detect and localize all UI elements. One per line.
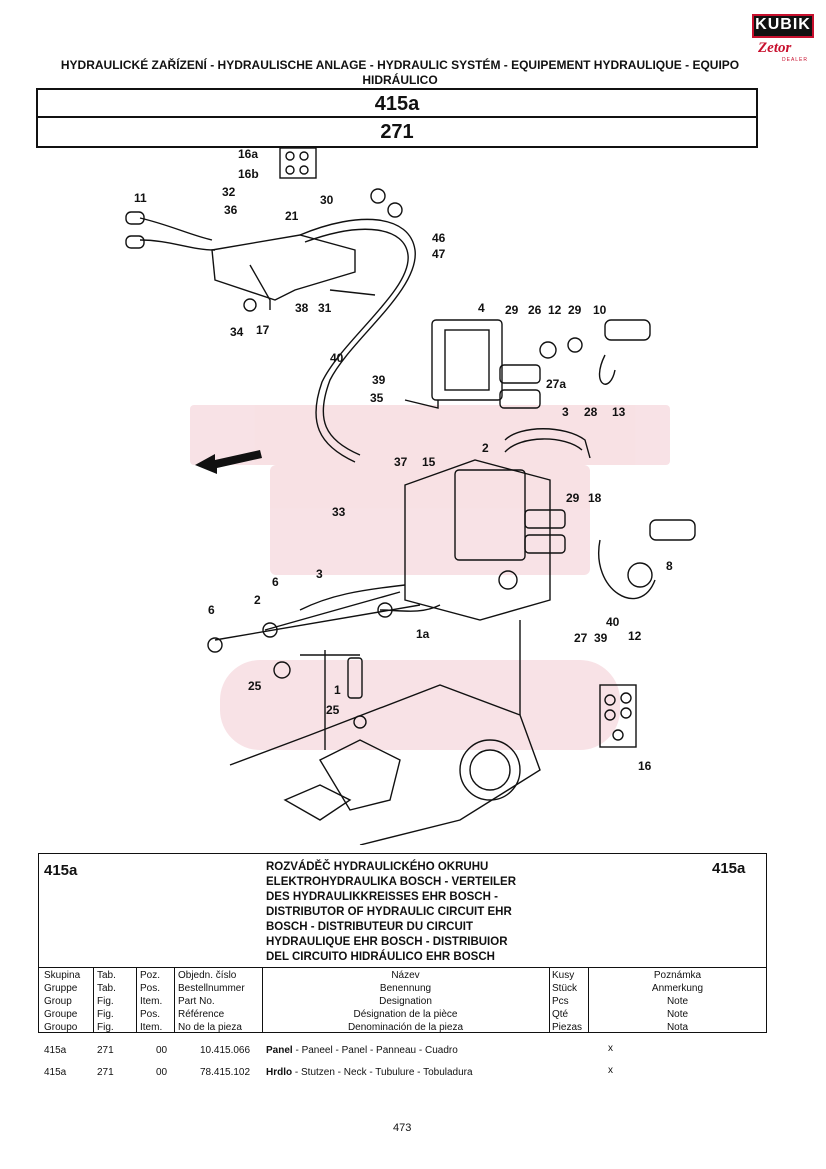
logo-tagline: DEALER xyxy=(782,57,809,63)
logo-box xyxy=(752,14,814,38)
callout-18: 18 xyxy=(588,491,602,505)
callout-3a: 3 xyxy=(562,405,569,419)
description-line: BOSCH - DISTRIBUTEUR DU CIRCUIT xyxy=(266,921,473,933)
callout-46: 46 xyxy=(432,231,446,245)
callout-3b: 3 xyxy=(316,567,323,581)
description-line: DEL CIRCUITO HIDRÁULICO EHR BOSCH xyxy=(266,951,495,963)
table-row-qty: x xyxy=(608,1043,613,1054)
callout-35: 35 xyxy=(370,391,384,405)
callout-27: 27 xyxy=(574,631,588,645)
table-row-name: Hrdlo - Stutzen - Neck - Tubulure - Tobu… xyxy=(266,1067,473,1078)
callout-40b: 40 xyxy=(606,615,620,629)
callout-1a: 1a xyxy=(416,627,430,641)
description-group-code: 415a xyxy=(44,862,78,879)
column-header-tab: Tab.Tab.Fig.Fig.Fig. xyxy=(97,970,116,1033)
page-number: 473 xyxy=(393,1122,412,1134)
description-group-code-right: 415a xyxy=(712,860,746,877)
logo-brand: KUBIK xyxy=(755,16,811,33)
column-header-pos: Poz.Pos.Item.Pos.Item. xyxy=(140,970,163,1033)
logo-subbrand: Zetor xyxy=(758,40,792,56)
callout-16: 16 xyxy=(638,759,652,773)
callout-33: 33 xyxy=(332,505,346,519)
column-divider xyxy=(174,967,175,1032)
callout-13: 13 xyxy=(612,405,626,419)
callout-29b: 29 xyxy=(568,303,582,317)
table-row-part-no: 78.415.102 xyxy=(200,1067,251,1078)
callout-25b: 25 xyxy=(326,703,340,717)
callout-40a: 40 xyxy=(330,351,344,365)
description-line: HYDRAULIQUE EHR BOSCH - DISTRIBUIOR xyxy=(266,936,508,948)
table-row-group: 415a xyxy=(44,1067,67,1078)
table-row-tab: 271 xyxy=(97,1067,114,1078)
callout-31: 31 xyxy=(318,301,332,315)
callout-12a: 12 xyxy=(548,303,562,317)
table-code-box: 271 xyxy=(36,118,758,148)
callout-12b: 12 xyxy=(628,629,642,643)
exploded-parts-diagram: 16a 16b 11 32 36 21 30 46 47 4 29 26 12 … xyxy=(125,147,696,845)
callout-4: 4 xyxy=(478,301,485,315)
callout-29c: 29 xyxy=(566,491,580,505)
callout-15: 15 xyxy=(422,455,436,469)
callout-30: 30 xyxy=(320,193,334,207)
callout-39b: 39 xyxy=(594,631,608,645)
table-row-group: 415a xyxy=(44,1045,67,1056)
direction-arrow-icon xyxy=(195,450,262,474)
description-table xyxy=(38,853,767,1033)
description-line: ROZVÁDĚČ HYDRAULICKÉHO OKRUHU xyxy=(266,861,489,873)
table-row-pos: 00 xyxy=(156,1045,168,1056)
callout-16b: 16b xyxy=(238,167,259,181)
callout-47: 47 xyxy=(432,247,446,261)
table-row-part-no: 10.415.066 xyxy=(200,1045,251,1056)
group-code: 415a xyxy=(374,93,420,115)
callout-37: 37 xyxy=(394,455,408,469)
callout-2a: 2 xyxy=(482,441,489,455)
callout-8: 8 xyxy=(666,559,673,573)
table-row-qty: x xyxy=(608,1065,613,1076)
callout-29a: 29 xyxy=(505,303,519,317)
callout-1: 1 xyxy=(334,683,341,697)
callout-6a: 6 xyxy=(272,575,279,589)
description-line: ELEKTROHYDRAULIKA BOSCH - VERTEILER xyxy=(266,876,517,888)
callout-39a: 39 xyxy=(372,373,386,387)
callout-2b: 2 xyxy=(254,593,261,607)
callout-26: 26 xyxy=(528,303,542,317)
group-code-box: 415a xyxy=(36,88,758,118)
callout-11: 11 xyxy=(134,191,147,205)
callout-32: 32 xyxy=(222,185,236,199)
column-divider xyxy=(262,967,263,1032)
callout-28: 28 xyxy=(584,405,598,419)
description-line: DISTRIBUTOR OF HYDRAULIC CIRCUIT EHR xyxy=(266,906,512,918)
callout-34: 34 xyxy=(230,325,244,339)
kubik-zetor-logo: KUBIK Zetor DEALER xyxy=(752,14,816,66)
column-divider xyxy=(588,967,589,1032)
callout-21: 21 xyxy=(285,209,299,223)
table-row-pos: 00 xyxy=(156,1067,168,1078)
callout-25a: 25 xyxy=(248,679,262,693)
table-row-name: Panel - Paneel - Panel - Panneau - Cuadr… xyxy=(266,1045,458,1056)
callout-16a: 16a xyxy=(238,147,258,161)
header-divider xyxy=(38,967,767,968)
table-row-tab: 271 xyxy=(97,1045,114,1056)
callout-10: 10 xyxy=(593,303,607,317)
column-divider xyxy=(549,967,550,1032)
callout-6b: 6 xyxy=(208,603,215,617)
column-divider xyxy=(93,967,94,1032)
page-title: HYDRAULICKÉ ZAŘÍZENÍ - HYDRAULISCHE ANLA… xyxy=(60,58,740,87)
column-divider xyxy=(136,967,137,1032)
callout-38: 38 xyxy=(295,301,309,315)
description-text: ROZVÁDĚČ HYDRAULICKÉHO OKRUHU ELEKTROHYD… xyxy=(266,860,686,965)
description-line: DES HYDRAULIKKREISSES EHR BOSCH - xyxy=(266,891,498,903)
callout-27a: 27a xyxy=(546,377,566,391)
callout-17: 17 xyxy=(256,323,270,337)
callout-36: 36 xyxy=(224,203,238,217)
table-code: 271 xyxy=(380,121,414,143)
